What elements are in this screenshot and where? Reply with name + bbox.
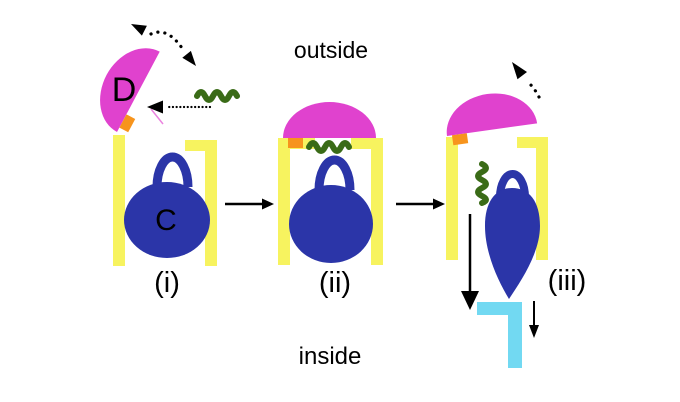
lid-domain-iii (446, 93, 538, 136)
translocation-arrow-head (461, 291, 479, 310)
membrane-rim-right-ii (351, 138, 383, 149)
lid-motion-trace (150, 108, 164, 125)
transporter-body-ii (289, 185, 373, 263)
state-iii-group: (iii) (446, 62, 587, 368)
membrane-wall-right-i (205, 140, 217, 266)
lid-open-arrow-dots (527, 81, 541, 99)
membrane-wall-left-ii (278, 138, 290, 265)
state-i-group: C D (i) (100, 24, 240, 299)
state-ii-label: (ii) (319, 267, 351, 299)
state-i-label: (i) (154, 267, 180, 299)
release-arrow-head (529, 325, 539, 338)
transporter-body-i (124, 182, 210, 258)
membrane-rim-right-iii (517, 137, 548, 148)
transition-arrow-1-head (262, 198, 274, 210)
transporter-handle-iii (496, 170, 529, 198)
receptor-hook (477, 302, 522, 368)
lid-tilted-group-iii (446, 93, 538, 146)
membrane-wall-left-i (113, 135, 125, 266)
substrate-squiggle-free (194, 89, 240, 103)
state-ii-group: (ii) (278, 102, 383, 299)
hinge-ii (288, 138, 303, 148)
outside-label: outside (294, 37, 368, 63)
lid-swing-arrow-arc (149, 30, 186, 53)
lid-open-arrow-head (512, 62, 527, 80)
transporter-handle-i (152, 152, 193, 188)
membrane-wall-right-ii (371, 138, 383, 265)
substrate-squiggle-released (475, 161, 489, 206)
membrane-wall-left-iii (446, 137, 458, 260)
hinge-i (119, 114, 136, 133)
inside-label: inside (299, 343, 362, 370)
lid-swing-arrow-head-left (131, 24, 147, 36)
lid-swing-arrow-head-right (182, 50, 196, 66)
state-iii-label: (iii) (548, 265, 587, 297)
membrane-rim-right-i (185, 140, 217, 151)
hinge-iii (451, 133, 469, 146)
lid-closed-group-ii (283, 102, 376, 148)
transition-arrow-2-head (433, 198, 445, 210)
substrate-approach-arrow-head (147, 100, 163, 114)
domain-d-label: D (112, 71, 137, 109)
transporter-body-iii (485, 188, 540, 299)
transporter-handle-ii (314, 155, 355, 191)
lid-open-group-i (100, 48, 160, 133)
lid-domain-ii (283, 102, 376, 138)
substrate-squiggle-bound (306, 140, 352, 154)
lid-domain-i (100, 48, 160, 132)
domain-c-label: C (155, 204, 177, 237)
